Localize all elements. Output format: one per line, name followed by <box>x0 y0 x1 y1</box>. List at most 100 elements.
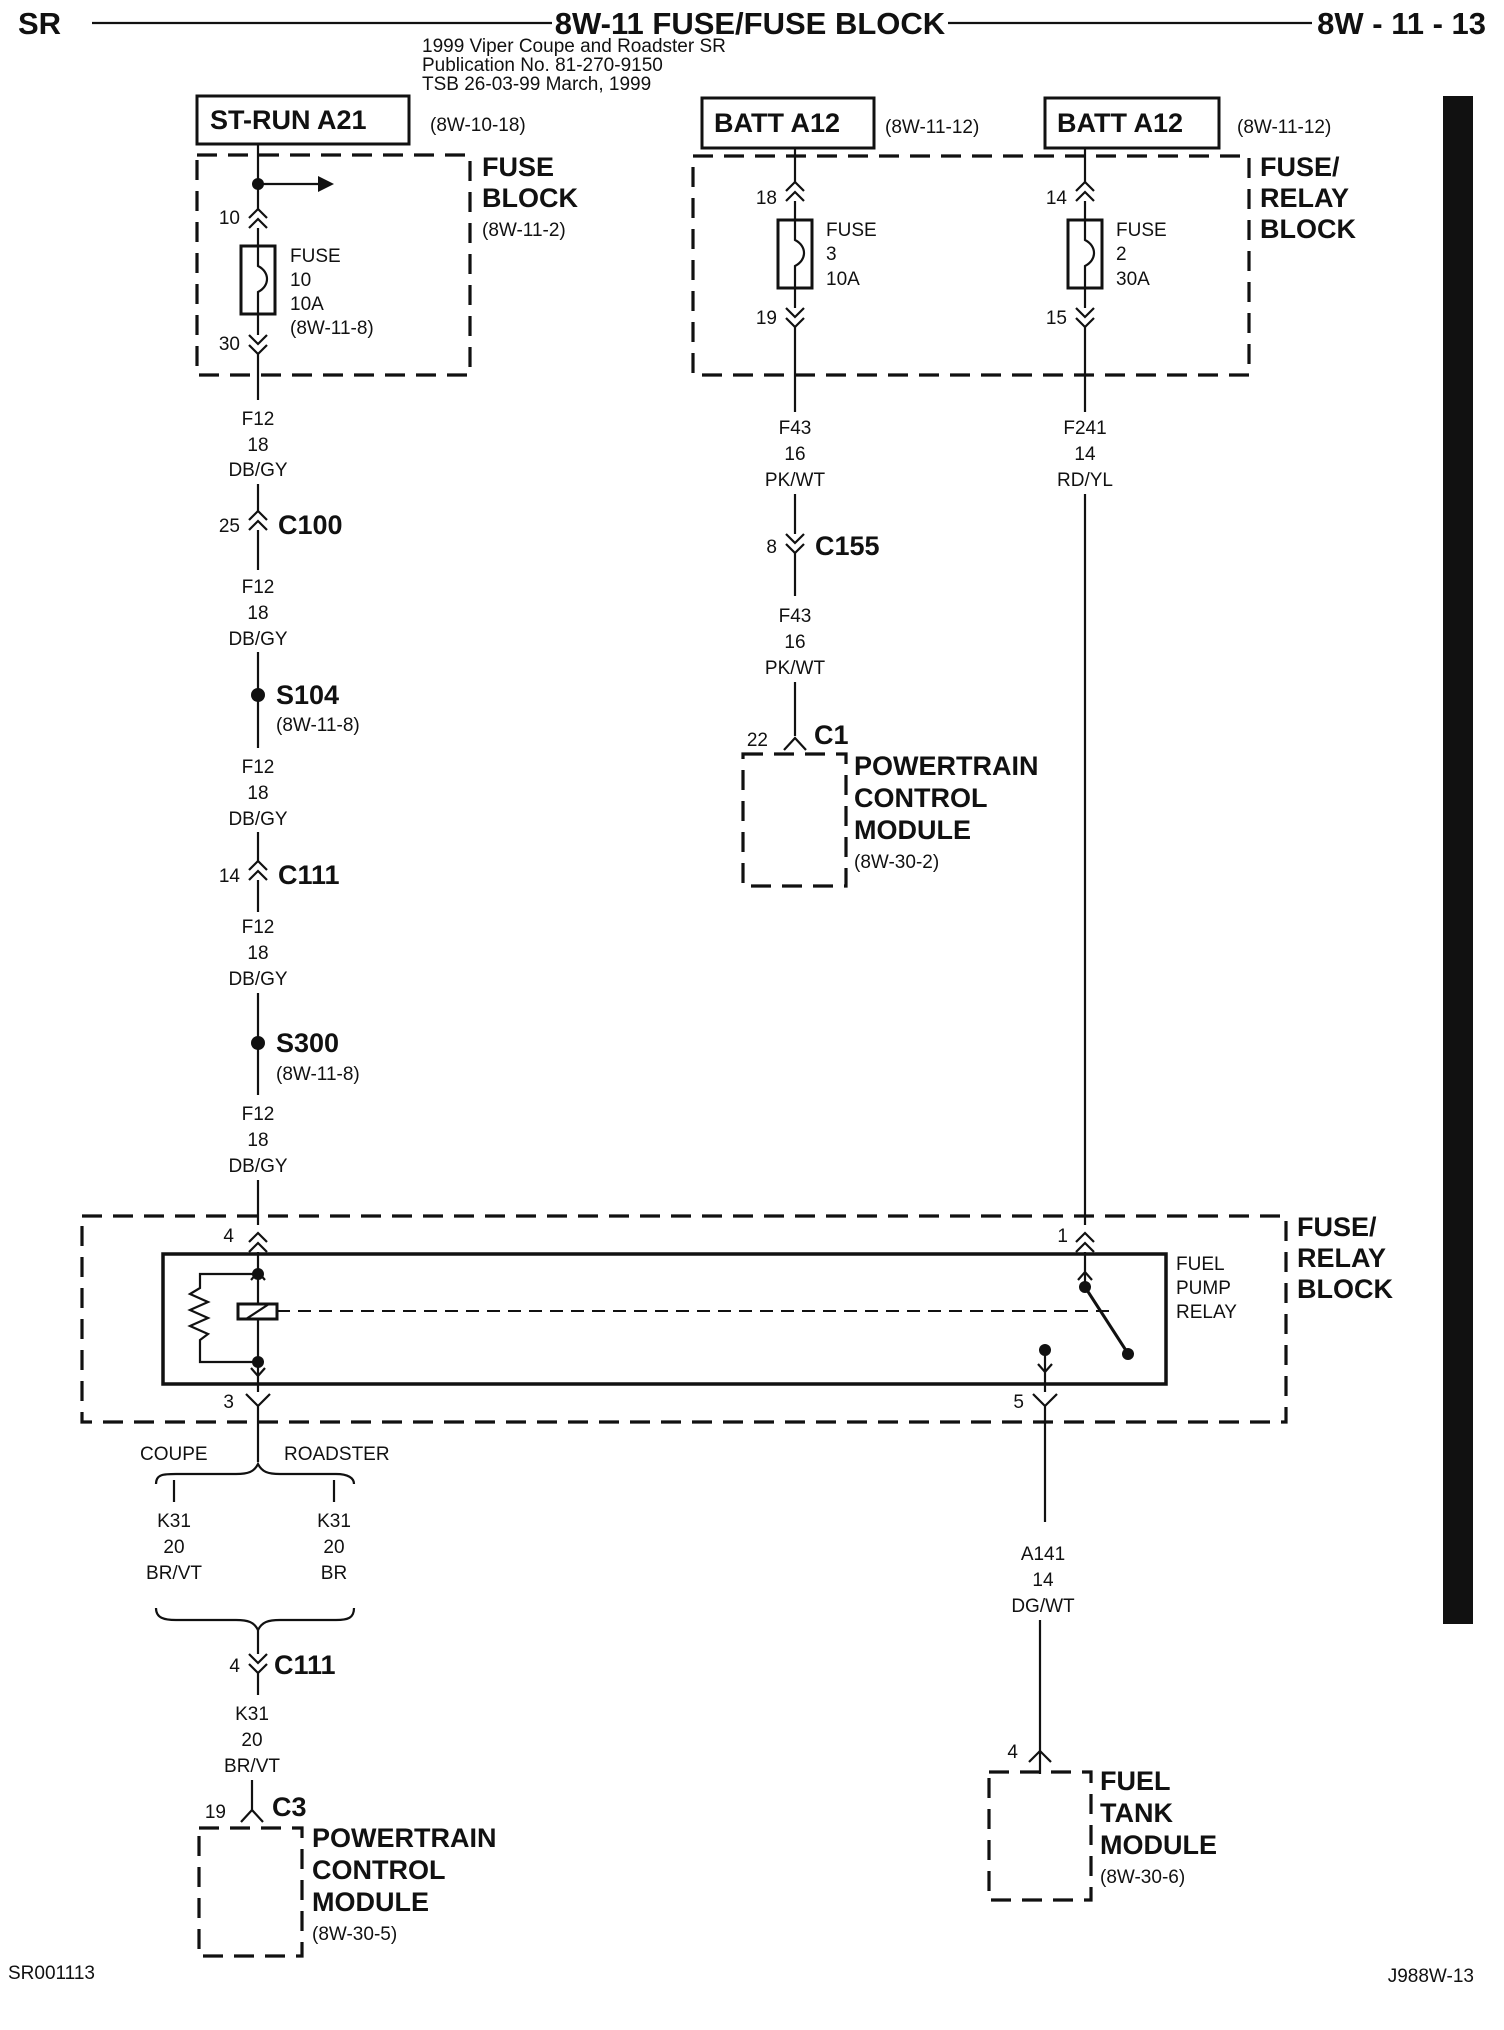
c100-name: C100 <box>278 510 343 540</box>
relay-label-2: PUMP <box>1176 1278 1231 1299</box>
batt-a12-label-1: BATT A12 <box>714 108 840 138</box>
pcm-1-ref: (8W-30-2) <box>854 852 939 873</box>
s104-name: S104 <box>276 680 339 710</box>
fuse-relay-block-top-outline <box>691 154 1251 377</box>
pcm-2-label-3: MODULE <box>312 1887 429 1917</box>
wire-f12-color-4: DB/GY <box>228 969 287 990</box>
switch-contact <box>1122 1348 1134 1360</box>
pcm-1-label-1: POWERTRAIN <box>854 751 1039 781</box>
connector-pin-5-icon <box>1032 1393 1058 1422</box>
frb-pin-1: 1 <box>1057 1226 1068 1247</box>
pcm-1-label-2: CONTROL <box>854 783 987 813</box>
pcm-2-outline <box>197 1826 304 1958</box>
wire-f241-circuit: F241 <box>1063 418 1106 439</box>
wire-f43-circuit-1: F43 <box>779 418 812 439</box>
fuel-tank-module-outline <box>987 1770 1093 1902</box>
fuse-3-label-1: FUSE <box>826 220 877 241</box>
fuse-element-icon <box>793 220 806 288</box>
fuse-2-pin-in: 14 <box>1046 188 1068 209</box>
wire-k31-circuit: K31 <box>235 1704 269 1725</box>
section-bar <box>1443 96 1473 1624</box>
frb-bottom-name-3: BLOCK <box>1297 1274 1393 1304</box>
connector-male-icon <box>1075 307 1095 329</box>
fuse-2-label-2: 2 <box>1116 244 1127 265</box>
st-run-ref: (8W-10-18) <box>430 115 526 136</box>
wire-f12-color-3: DB/GY <box>228 809 287 830</box>
fuse-block-name-2: BLOCK <box>482 183 578 213</box>
connector-female-icon <box>785 180 805 202</box>
frb-pin-3: 3 <box>223 1392 234 1413</box>
splice-s104-dot <box>251 688 265 702</box>
footer-left: SR001113 <box>8 1963 95 1984</box>
wire-f241-color: RD/YL <box>1057 470 1113 491</box>
wire-k31-gauge: 20 <box>241 1730 262 1751</box>
fuse-3-pin-out: 19 <box>756 308 777 329</box>
wire-f12-color-2: DB/GY <box>228 629 287 650</box>
connector-ftm-icon <box>1028 1749 1052 1774</box>
wire-f12-circuit-4: F12 <box>242 917 275 938</box>
footer-right: J988W-13 <box>1388 1966 1474 1987</box>
ftm-label-1: FUEL <box>1100 1766 1171 1796</box>
connector-c100-icon <box>248 509 268 531</box>
c111-name: C111 <box>278 860 340 890</box>
wire-f12-color-5: DB/GY <box>228 1156 287 1177</box>
connector-male-icon <box>785 307 805 329</box>
wire-f12-gauge-4: 18 <box>247 943 268 964</box>
batt-a12-ref-1: (8W-11-12) <box>885 117 979 138</box>
wire-f12-gauge-3: 18 <box>247 783 268 804</box>
frb-top-name-2: RELAY <box>1260 183 1349 213</box>
fuse-block-outline <box>195 153 472 377</box>
fuse-element-icon <box>256 246 269 314</box>
s104-ref: (8W-11-8) <box>276 715 360 736</box>
connector-c155-icon <box>785 533 805 555</box>
fuse-block-pin-in: 10 <box>219 208 240 229</box>
wire-a141-gauge: 14 <box>1032 1570 1054 1591</box>
pub-line-1: 1999 Viper Coupe and Roadster SR <box>422 36 726 57</box>
fuse-2-label-1: FUSE <box>1116 220 1167 241</box>
relay-label-3: RELAY <box>1176 1302 1237 1323</box>
c111-pin: 14 <box>219 866 241 887</box>
fuel-pump-relay-box <box>161 1252 1168 1386</box>
wire-k31-coupe-circuit: K31 <box>157 1511 191 1532</box>
batt-a12-label-2: BATT A12 <box>1057 108 1183 138</box>
wire-f43-color-2: PK/WT <box>765 658 826 679</box>
wire-f12-circuit-5: F12 <box>242 1104 275 1125</box>
fuse-10-ref: (8W-11-8) <box>290 318 374 339</box>
s300-name: S300 <box>276 1028 339 1058</box>
frb-bottom-name-2: RELAY <box>1297 1243 1386 1273</box>
frb-top-name-3: BLOCK <box>1260 214 1356 244</box>
connector-male-icon <box>248 334 268 356</box>
fuse-element-icon <box>1083 220 1096 288</box>
roadster-label: ROADSTER <box>284 1444 390 1465</box>
pcm-1-outline <box>741 752 848 888</box>
frb-bottom-name-1: FUSE/ <box>1297 1212 1377 1242</box>
wire-f12-gauge-5: 18 <box>247 1130 268 1151</box>
page-title: 8W-11 FUSE/FUSE BLOCK <box>555 6 946 41</box>
wire-f12-color-1: DB/GY <box>228 460 287 481</box>
pcm-2-label-1: POWERTRAIN <box>312 1823 497 1853</box>
wire-f12-gauge-1: 18 <box>247 435 268 456</box>
c155-pin: 8 <box>766 537 777 558</box>
wire-f43-color-1: PK/WT <box>765 470 826 491</box>
fuse-10-label-2: 10 <box>290 270 311 291</box>
fuse-2-label-3: 30A <box>1116 269 1150 290</box>
pcm-2-label-2: CONTROL <box>312 1855 445 1885</box>
header-page-number: 8W - 11 - 13 <box>1317 6 1486 41</box>
c155-name: C155 <box>815 531 880 561</box>
connector-female-icon <box>248 207 268 229</box>
wire-k31-roadster-circuit: K31 <box>317 1511 351 1532</box>
coupe-label: COUPE <box>140 1444 208 1465</box>
fuse-3-pin-in: 18 <box>756 188 777 209</box>
wire-k31-coupe-color: BR/VT <box>146 1563 202 1584</box>
fuse-2-pin-out: 15 <box>1046 308 1067 329</box>
splice-s300-dot <box>251 1036 265 1050</box>
wire-k31-coupe-gauge: 20 <box>163 1537 184 1558</box>
st-run-a21-label: ST-RUN A21 <box>210 105 367 135</box>
fuse-relay-block-bottom-outline <box>80 1214 1288 1424</box>
c3-pin: 19 <box>205 1802 226 1823</box>
wire-f241-gauge: 14 <box>1074 444 1096 465</box>
ftm-ref: (8W-30-6) <box>1100 1867 1185 1888</box>
frb-top-name-1: FUSE/ <box>1260 152 1340 182</box>
wire-f43-gauge-2: 16 <box>784 632 805 653</box>
fuse-block-pin-out: 30 <box>219 334 240 355</box>
